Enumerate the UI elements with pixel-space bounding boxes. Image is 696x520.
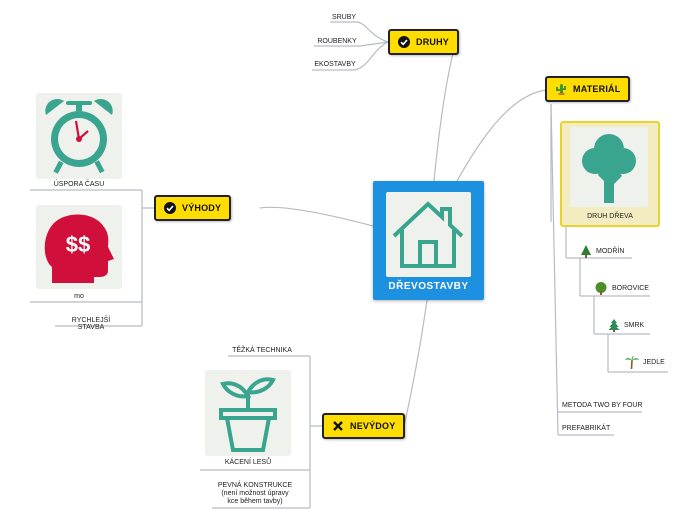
- branch-druhy[interactable]: DRUHY: [388, 29, 460, 55]
- leaf-tezka-technika[interactable]: TĚŽKÁ TECHNIKA: [232, 347, 292, 354]
- check-circle-icon: [164, 202, 176, 214]
- link-root-nevyhody: [403, 299, 428, 427]
- svg-text:$$: $$: [66, 232, 90, 257]
- plant-pot-icon: [205, 370, 291, 456]
- palm-tree-icon: [625, 356, 639, 369]
- cactus-icon: [556, 84, 566, 95]
- link-root-vyhody: [259, 206, 374, 227]
- wood-smrk-label: SMRK: [624, 322, 645, 329]
- alarm-clock-icon: [36, 93, 122, 179]
- wood-smrk[interactable]: SMRK: [608, 319, 644, 332]
- leaf-kaceni-lesu[interactable]: KÁCENÍ LESŮ: [224, 459, 272, 466]
- leaf-pevna-konstrukce[interactable]: PEVNÁ KONSTRUKCE (není možnost úpravy kc…: [217, 482, 293, 505]
- branch-nevyhody[interactable]: NEVÝDOY: [322, 413, 406, 439]
- deciduous-tree-icon: [595, 282, 607, 295]
- wood-jedle[interactable]: JEDLE: [625, 356, 665, 369]
- druh-dreva-card[interactable]: DRUH DŘEVA: [560, 121, 660, 227]
- conifer-icon: [581, 245, 591, 258]
- christmas-tree-icon: [608, 319, 620, 332]
- head-dollar-icon: $$: [36, 205, 122, 289]
- branch-material[interactable]: MATERIÁL: [545, 76, 631, 102]
- leaf-mo[interactable]: mo: [74, 293, 84, 300]
- cross-icon: [333, 421, 343, 431]
- link-root-material: [456, 89, 547, 182]
- method-prefabrikat[interactable]: PREFABRIKÁT: [562, 425, 611, 432]
- leaf-sruby[interactable]: SRUBY: [331, 14, 357, 21]
- root-title: DŘEVOSTAVBY: [388, 281, 469, 292]
- branch-nevyhody-label: NEVÝDOY: [350, 421, 396, 431]
- leaf-ekostavby[interactable]: EKOSTAVBY: [314, 61, 356, 68]
- branch-material-label: MATERIÁL: [573, 84, 621, 94]
- wood-modrin[interactable]: MODŘÍN: [580, 245, 624, 258]
- branch-druhy-label: DRUHY: [416, 37, 450, 47]
- branch-vyhody[interactable]: VÝHODY: [154, 195, 232, 221]
- leaf-rychlejsi-stavba[interactable]: RYCHLEJŠÍ STAVBA: [71, 317, 111, 331]
- root-node[interactable]: DŘEVOSTAVBY: [373, 181, 484, 300]
- house-icon: [386, 192, 471, 277]
- wood-borovice[interactable]: BOROVICE: [594, 282, 649, 295]
- tree-icon: [570, 127, 648, 207]
- druh-dreva-caption: DRUH DŘEVA: [587, 213, 633, 220]
- wood-jedle-label: JEDLE: [643, 359, 665, 366]
- check-circle-icon: [398, 36, 410, 48]
- link-root-druhy: [433, 41, 457, 182]
- leaf-roubenky[interactable]: ROUBENKY: [317, 38, 357, 45]
- leaf-uspora-casu[interactable]: ÚSPORA ČASU: [53, 181, 105, 188]
- wood-modrin-label: MODŘÍN: [596, 248, 625, 255]
- branch-vyhody-label: VÝHODY: [182, 203, 222, 213]
- wood-borovice-label: BOROVICE: [612, 285, 649, 292]
- method-two-by-four[interactable]: METODA TWO BY FOUR: [562, 402, 643, 409]
